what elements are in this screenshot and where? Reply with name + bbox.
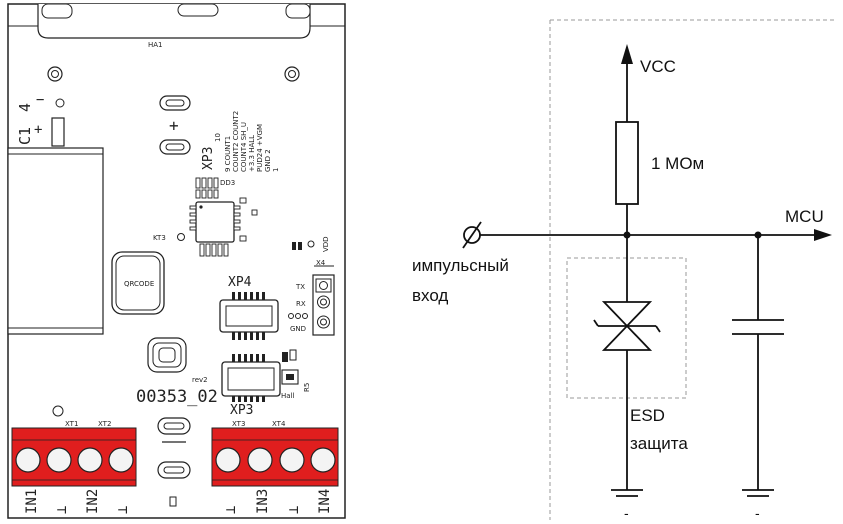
xp3-pin-row: +3.3 HALL	[248, 135, 256, 172]
mcu-label: MCU	[785, 207, 824, 226]
speaker-housing	[37, 4, 311, 39]
terminal-label: XT1	[65, 420, 78, 428]
resistor	[615, 121, 639, 205]
xp4-label: XP4	[228, 275, 252, 290]
esd-diode	[593, 300, 661, 490]
terminal-label: XT3	[232, 420, 245, 428]
ground-mark: -	[624, 505, 629, 521]
xp3-header-label: XP3 10 9 COUNT1 COUNT2 COUNT2 COUNT4 SH_…	[201, 111, 280, 172]
input-label: IN2	[85, 489, 101, 514]
plus-label: +	[169, 116, 179, 135]
vcc-arrow-icon	[621, 44, 633, 64]
x4-pin-gnd: GND	[290, 325, 306, 333]
speaker-label: HA1	[148, 41, 163, 49]
connector-x4: X4 TX RX GND	[288, 259, 335, 336]
vdd-label: VDD	[322, 236, 330, 252]
qrcode-label: QRCODE	[124, 280, 154, 288]
x4-label: X4	[316, 259, 326, 267]
terminal-block-right: XT3 XT4	[211, 420, 339, 487]
cap-label: C1	[16, 127, 34, 145]
qrcode-block: QRCODE	[111, 251, 165, 315]
schematic-labels: VCC 1 MOм MCU импульсный вход ESD защита…	[412, 57, 824, 521]
input-label: IN4	[317, 489, 333, 514]
device-enclosure	[549, 19, 836, 520]
input-label: ⊥	[286, 506, 302, 514]
input-label-line2: вход	[412, 286, 448, 305]
input-label: ⊥	[223, 506, 239, 514]
logo	[147, 337, 187, 373]
kt3-label: KT3	[153, 234, 166, 242]
esd-label-line1: ESD	[630, 406, 665, 425]
cap-minus: −	[36, 92, 44, 108]
capacitor	[732, 235, 784, 490]
xp3-pin-row: PUD24 +VGM	[256, 124, 264, 172]
vdd-area: VDD	[292, 236, 330, 252]
xp3-pin-row: 1	[272, 168, 280, 172]
hall-label: Hall	[281, 392, 294, 400]
input-label: ⊥	[115, 506, 131, 514]
microcontroller: DD3	[189, 177, 258, 257]
mid-pads	[157, 417, 191, 507]
input-labels: IN1 ⊥ IN2 ⊥ ⊥ IN3 ⊥ IN4	[24, 489, 333, 514]
xp3-top-label: XP3	[201, 147, 216, 170]
terminal-label: XT4	[272, 420, 286, 428]
res-label: R5	[303, 383, 311, 392]
schematic	[462, 19, 836, 520]
xp3-bottom-label: XP3	[230, 403, 253, 418]
esd-label-line2: защита	[630, 434, 688, 453]
mounting-holes	[47, 66, 300, 108]
mcu-arrow-icon	[814, 229, 832, 241]
connector-xp4: XP4	[219, 275, 279, 340]
x4-pin-tx: TX	[295, 283, 305, 291]
junction-dot	[623, 231, 631, 239]
x4-pin-rx: RX	[296, 300, 306, 308]
cap-number: 4	[16, 103, 34, 112]
xp3-sub-label: 10	[214, 133, 222, 142]
resistor-label: 1 MOм	[651, 154, 704, 173]
xp3-pin-row: COUNT2 COUNT2	[232, 111, 240, 172]
pcb-board: HA1 C1 4 − + + XP3 10	[7, 3, 346, 519]
vcc-label: VCC	[640, 57, 676, 76]
input-label: IN3	[255, 489, 271, 514]
connector-xp3: XP3	[221, 354, 281, 418]
capacitor-c14: C1 4 − +	[7, 92, 104, 335]
input-label: ⊥	[54, 506, 70, 514]
input-label-line1: импульсный	[412, 256, 509, 275]
plus-pads	[159, 95, 191, 155]
cap-plus: +	[34, 122, 42, 138]
xp3-pin-row: GND 2	[264, 149, 272, 172]
terminal-block-left: XT1 XT2	[11, 405, 137, 487]
ground-icon	[611, 489, 643, 497]
rev-label: rev2	[192, 376, 208, 384]
board-code: 00353_02	[136, 387, 218, 407]
ground-icon	[742, 489, 774, 497]
input-label: IN1	[24, 489, 40, 514]
terminal-label: XT2	[98, 420, 111, 428]
ground-mark: -	[755, 505, 760, 521]
hall-sensor: Hall R5	[281, 349, 311, 400]
xp3-pin-row: COUNT4 SH_U	[240, 122, 248, 172]
chip-label: DD3	[220, 179, 235, 187]
xp3-pin-row: 9 COUNT1	[224, 136, 232, 172]
